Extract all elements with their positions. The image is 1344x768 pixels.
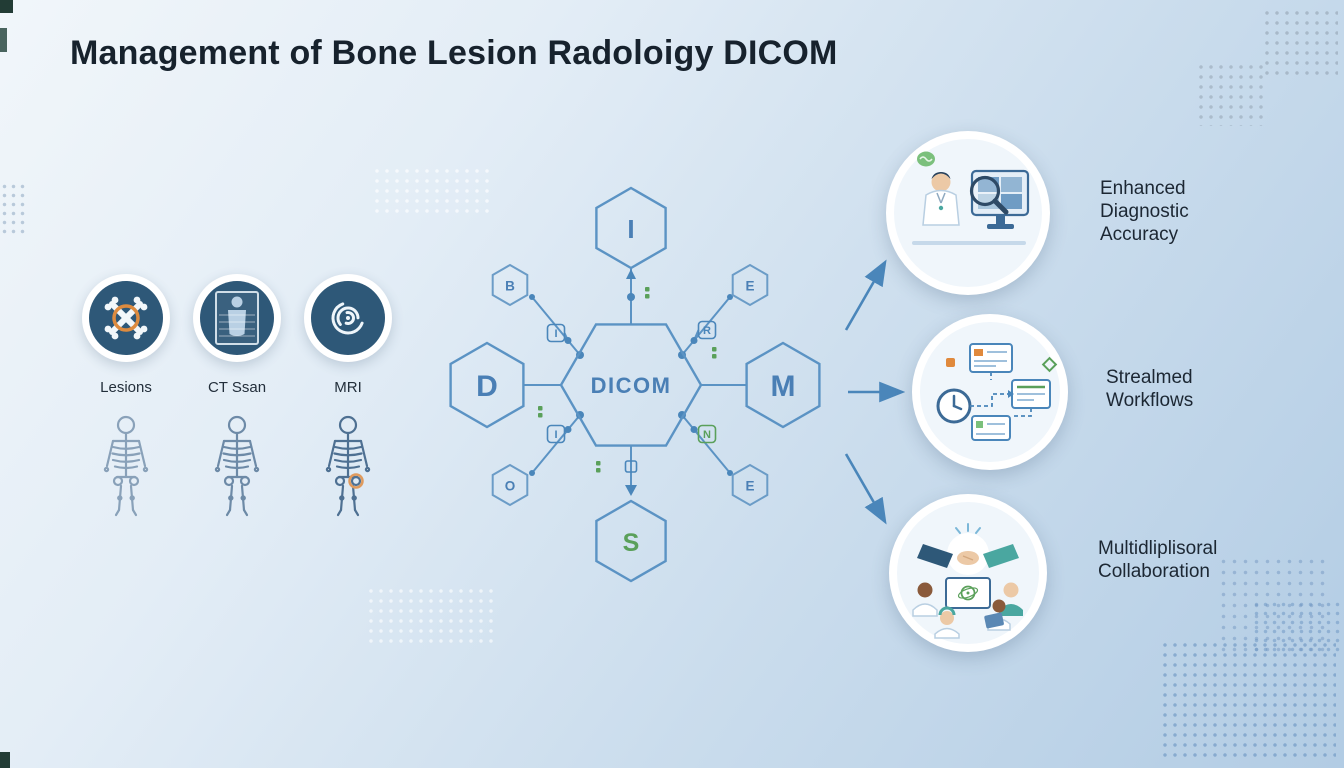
hex-letter-m: M xyxy=(771,370,796,403)
benefit-label-collaboration: Multidliplisoral Collaboration xyxy=(1098,538,1218,582)
chip-letter-n: N xyxy=(703,429,711,441)
dots-pattern-right-mid xyxy=(1218,556,1330,652)
hex-letter-d: D xyxy=(476,370,498,403)
hexagon-o xyxy=(491,463,529,507)
hex-letter-o: O xyxy=(505,479,516,494)
doctor-head xyxy=(931,172,951,192)
workflow-illustration xyxy=(920,322,1060,462)
document-card-1 xyxy=(969,343,1013,373)
person-left-head xyxy=(917,582,933,598)
hex-letter-s: S xyxy=(623,529,640,557)
page-title: Management of Bone Lesion Radoloigy DICO… xyxy=(70,34,838,72)
network-letter-chips: I R I N xyxy=(546,320,717,444)
benefit-circle-accuracy xyxy=(886,131,1050,295)
mri-badge xyxy=(311,281,385,355)
skeleton-figure-1 xyxy=(103,415,149,517)
dots-pattern-left-edge xyxy=(0,182,26,236)
hex-letter-e-bottom: E xyxy=(745,479,754,494)
chip-letter-r: R xyxy=(703,325,711,337)
skeleton-figure-2 xyxy=(214,415,260,517)
hex-letter-i: I xyxy=(627,214,634,244)
green-diamond xyxy=(1041,356,1058,373)
modality-label-ct: CT Ssan xyxy=(207,379,267,396)
hexagon-e-bottom xyxy=(731,463,769,507)
bottom-line-square-node xyxy=(624,460,638,473)
chip-letter-i2: I xyxy=(554,429,557,441)
hex-letter-b: B xyxy=(505,279,515,294)
up-arrowhead xyxy=(626,269,636,279)
magnifier-icon xyxy=(969,175,1001,207)
hexagon-s xyxy=(595,499,667,583)
dicom-network-diagram: DICOM D M I S B E O E I R I N xyxy=(449,186,821,583)
person-right-head xyxy=(1003,582,1019,598)
sparkle-lines xyxy=(955,523,981,534)
handshake-left-arm xyxy=(917,544,953,568)
modality-label-mri: MRI xyxy=(334,379,362,396)
person-tablet-head xyxy=(992,599,1006,613)
chip-letter-i1: I xyxy=(554,328,557,340)
dicom-center-label: DICOM xyxy=(591,373,672,398)
hexagon-center xyxy=(559,323,703,447)
bottom-left-corner-mark xyxy=(0,752,10,768)
person-bottom-body xyxy=(934,627,960,639)
mri-spiral-icon xyxy=(331,301,365,335)
ct-badge xyxy=(200,281,274,355)
modality-circle-mri xyxy=(304,274,392,362)
hexagon-outlines xyxy=(449,186,821,583)
dots-pattern-bottom-right-1 xyxy=(1160,640,1336,760)
skeleton-figure-3 xyxy=(325,415,371,517)
dots-pattern-bottom-right-2 xyxy=(1252,600,1340,656)
benefit-circle-collaboration xyxy=(889,494,1047,652)
ct-body-scan-icon xyxy=(215,291,259,345)
down-arrowhead xyxy=(625,485,637,496)
person-left-body xyxy=(912,603,938,617)
benefit-circle-workflows xyxy=(912,314,1068,470)
lesions-badge xyxy=(89,281,163,355)
person-bottom-head xyxy=(940,611,954,625)
hexagon-m xyxy=(745,341,821,429)
handshake-right-arm xyxy=(983,544,1019,568)
crossed-bones-icon xyxy=(104,296,148,340)
lesion-highlight-ring xyxy=(348,473,364,489)
modality-circle-ct xyxy=(193,274,281,362)
hexagon-i xyxy=(595,186,667,270)
modality-circle-lesions xyxy=(82,274,170,362)
benefit-label-accuracy: Enhanced Diagnostic Accuracy xyxy=(1100,178,1189,245)
green-dot-pairs xyxy=(538,287,717,473)
dots-pattern-top-right-1 xyxy=(1262,8,1338,78)
benefit-label-workflows: Strealmed Workflows xyxy=(1106,367,1194,411)
modality-label-lesions: Lesions xyxy=(100,379,152,396)
arrow-to-collaboration xyxy=(844,453,887,525)
collaboration-illustration xyxy=(897,502,1039,644)
workflow-connectors xyxy=(970,372,1032,417)
hexagon-e-top xyxy=(731,263,769,307)
top-left-corner-mark xyxy=(0,0,13,13)
tablet-icon xyxy=(984,612,1004,629)
hexagon-b xyxy=(491,263,529,307)
doctor-diagnosis-illustration xyxy=(894,139,1042,287)
hex-letter-e-top: E xyxy=(745,279,754,294)
dots-pattern-top-right-2 xyxy=(1196,62,1266,126)
left-edge-notch xyxy=(0,28,7,52)
small-hexagon-outlines xyxy=(491,263,769,507)
arrow-to-accuracy xyxy=(844,259,887,331)
hexagon-d xyxy=(449,341,525,429)
